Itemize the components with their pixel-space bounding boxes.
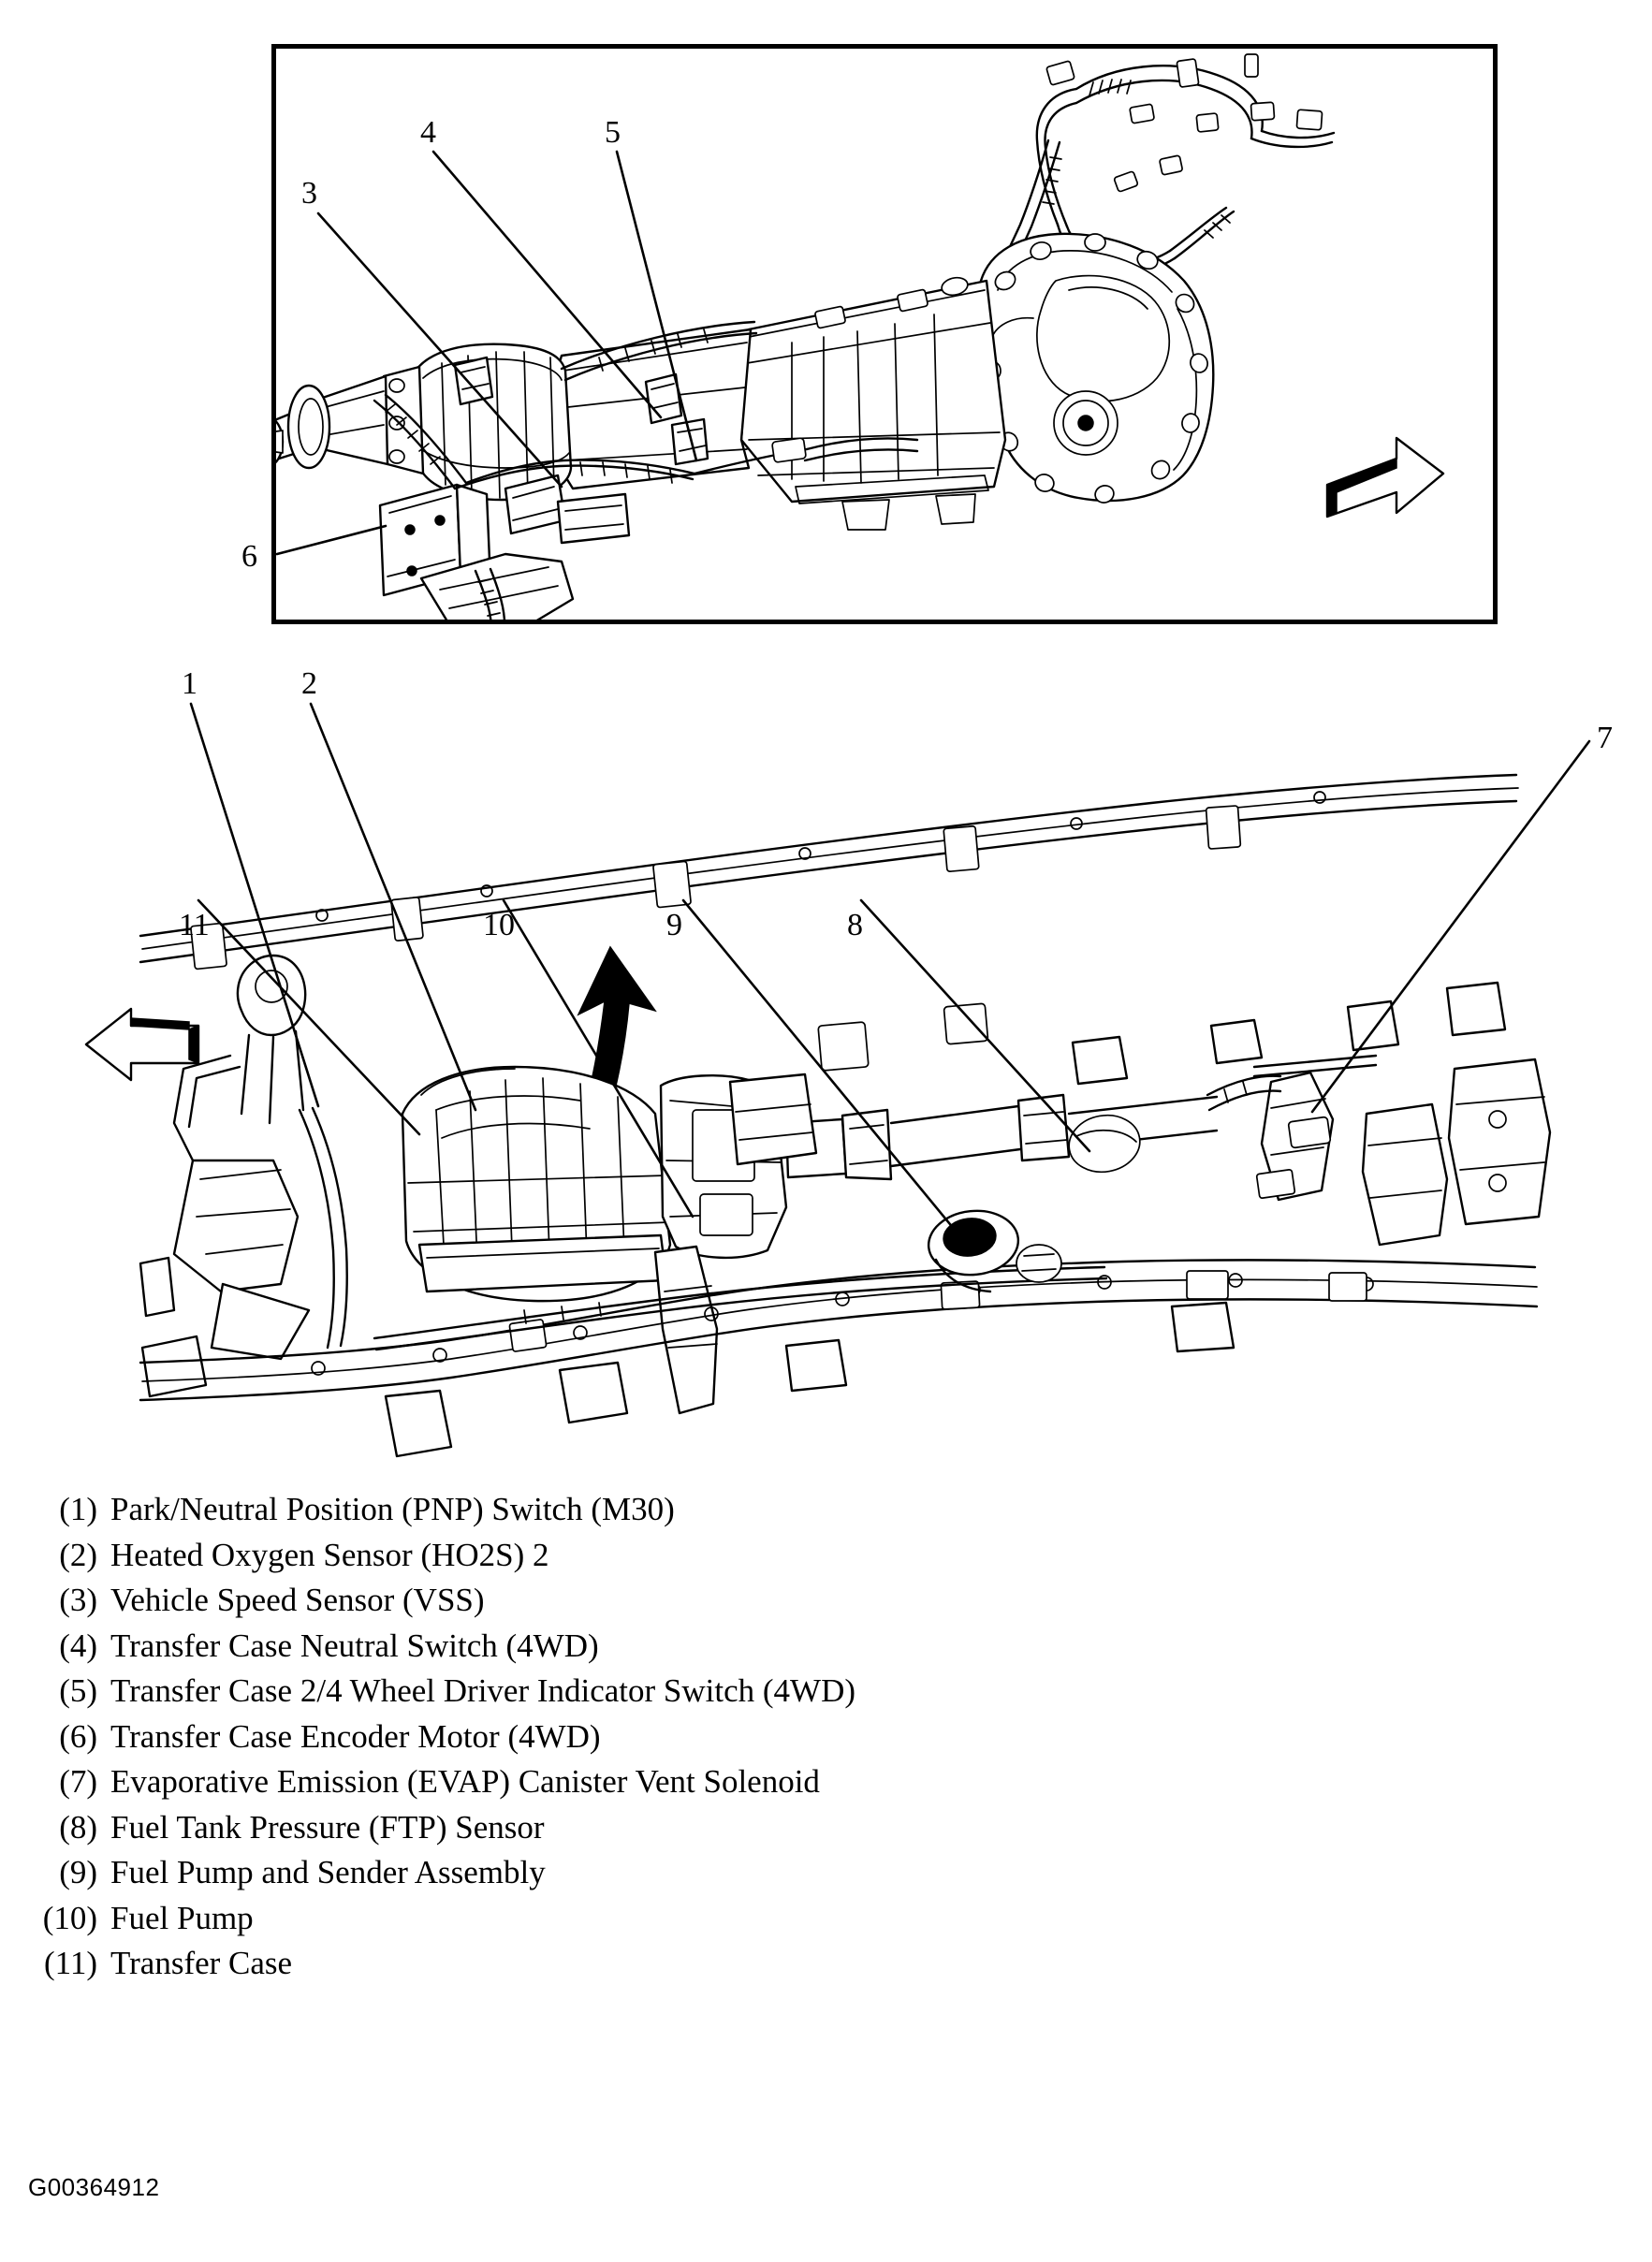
legend-item-label: Transfer Case Encoder Motor (4WD): [110, 1717, 601, 1755]
callout-10: 10: [483, 908, 515, 942]
callout-5: 5: [605, 115, 621, 150]
callout-9: 9: [666, 908, 682, 942]
legend-item: (1) Park/Neutral Position (PNP) Switch (…: [24, 1491, 1335, 1537]
curved-up-arrow-icon: [509, 945, 657, 1266]
left-arrow-icon: [84, 1007, 200, 1082]
vehicle-frame-artwork: [139, 773, 1552, 1458]
legend-item: (11) Transfer Case: [24, 1945, 1335, 1991]
legend-item: (7) Evaporative Emission (EVAP) Canister…: [24, 1763, 1335, 1809]
legend-item-number: (9): [59, 1854, 97, 1890]
legend-item: (3) Vehicle Speed Sensor (VSS): [24, 1582, 1335, 1627]
callout-4: 4: [420, 115, 436, 150]
ftp-sensor: [1068, 1114, 1141, 1174]
fuel-pump-sender-assembly: [927, 1209, 1062, 1293]
legend-item-number: (1): [59, 1491, 97, 1527]
legend-item-label: Vehicle Speed Sensor (VSS): [110, 1582, 485, 1618]
legend-item: (6) Transfer Case Encoder Motor (4WD): [24, 1718, 1335, 1764]
callout-1: 1: [182, 666, 197, 701]
legend-item-number: (10): [42, 1899, 97, 1936]
callout-7: 7: [1597, 721, 1613, 755]
top-detail-panel: [271, 44, 1498, 624]
callout-6: 6: [241, 539, 257, 574]
legend-item: (5) Transfer Case 2/4 Wheel Driver Indic…: [24, 1672, 1335, 1718]
legend-item-number: (8): [59, 1808, 97, 1846]
legend-item-number: (4): [59, 1627, 97, 1664]
legend-item-label: Transfer Case 2/4 Wheel Driver Indicator…: [110, 1672, 856, 1709]
legend-item-label: Heated Oxygen Sensor (HO2S) 2: [110, 1536, 549, 1573]
legend-item-label: Park/Neutral Position (PNP) Switch (M30): [110, 1491, 675, 1527]
evap-canister-vent-solenoid: [1206, 1071, 1335, 1202]
legend-item-label: Fuel Pump: [110, 1899, 254, 1936]
legend-item-number: (7): [59, 1763, 97, 1800]
callout-3: 3: [301, 176, 317, 211]
legend-list: (1) Park/Neutral Position (PNP) Switch (…: [24, 1491, 1335, 1991]
legend-item: (2) Heated Oxygen Sensor (HO2S) 2: [24, 1537, 1335, 1583]
legend-item-number: (5): [59, 1672, 97, 1709]
bottom-view-leaders: [189, 702, 1591, 1252]
legend-item-label: Transfer Case: [110, 1945, 293, 1981]
legend-item: (9) Fuel Pump and Sender Assembly: [24, 1854, 1335, 1900]
figure-code: G00364912: [28, 2173, 160, 2201]
front-suspension: [139, 954, 348, 1398]
legend-item-label: Transfer Case Neutral Switch (4WD): [110, 1627, 599, 1664]
legend-item-label: Evaporative Emission (EVAP) Canister Ven…: [110, 1763, 820, 1800]
callout-8: 8: [847, 908, 863, 942]
legend-item-label: Fuel Pump and Sender Assembly: [110, 1854, 546, 1890]
legend-item-number: (3): [59, 1582, 97, 1618]
legend-item-number: (2): [59, 1536, 97, 1573]
legend-item: (4) Transfer Case Neutral Switch (4WD): [24, 1627, 1335, 1673]
legend-item: (8) Fuel Tank Pressure (FTP) Sensor: [24, 1809, 1335, 1855]
legend-item-number: (6): [59, 1717, 97, 1755]
underbody-transmission: [401, 1065, 1219, 1415]
legend-item-number: (11): [43, 1945, 97, 1981]
legend-item: (10) Fuel Pump: [24, 1900, 1335, 1946]
fuel-lines: [373, 1265, 1108, 1351]
legend-item-label: Fuel Tank Pressure (FTP) Sensor: [110, 1808, 545, 1846]
callout-11: 11: [179, 908, 210, 942]
callout-2: 2: [301, 666, 317, 701]
